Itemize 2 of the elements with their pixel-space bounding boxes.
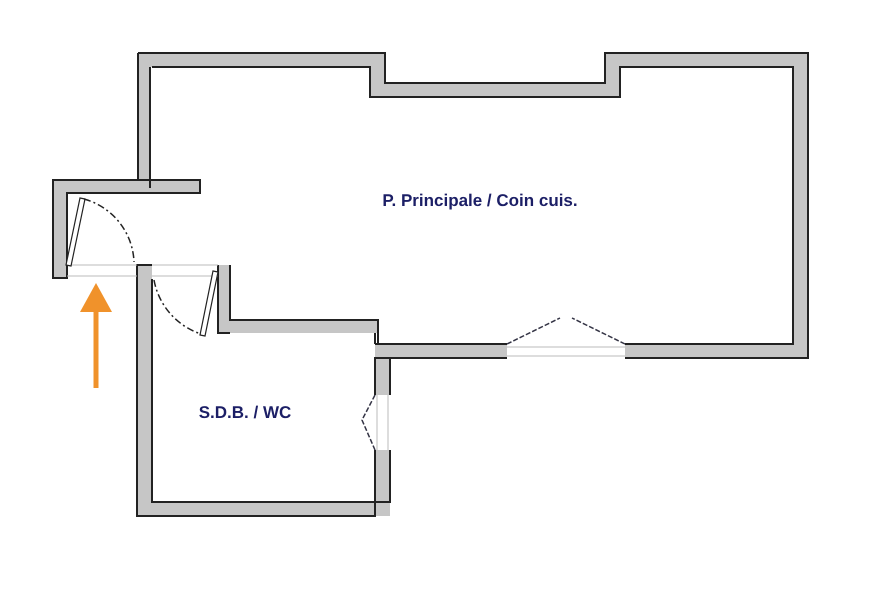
room-label: S.D.B. / WC <box>198 402 292 424</box>
room-label: P. Principale / Coin cuis. <box>382 190 578 212</box>
